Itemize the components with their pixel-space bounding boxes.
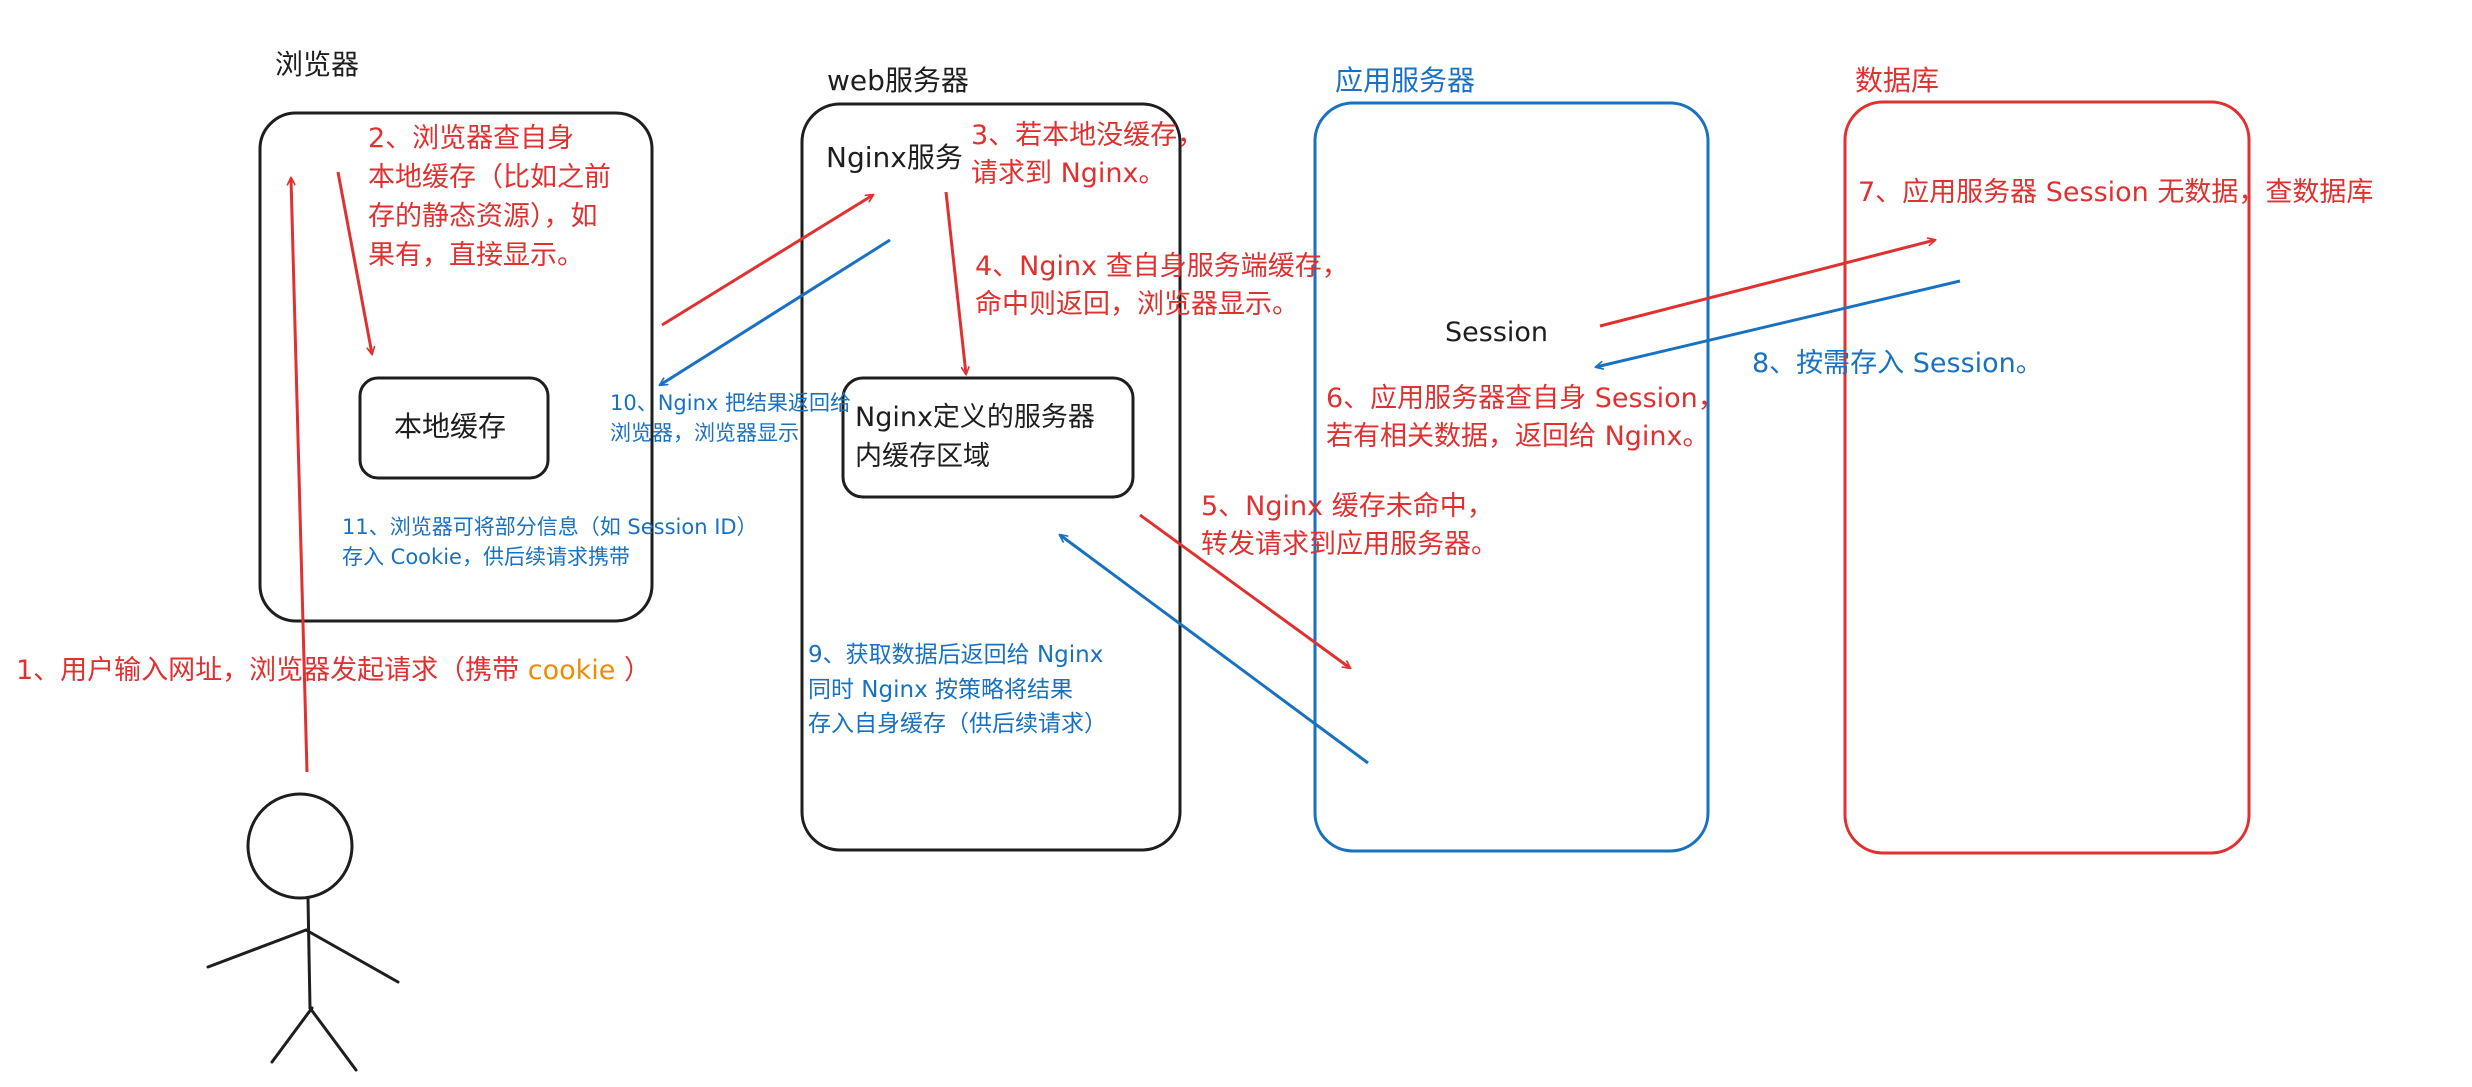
session-label: Session xyxy=(1445,317,1549,348)
database-container xyxy=(1843,100,2251,855)
arrow-1-request xyxy=(291,178,309,773)
step-11-text: 11、浏览器可将部分信息（如 Session ID） 存入 Cookie，供后续请… xyxy=(342,512,758,573)
step-5-line-1: 5、Nginx 缓存未命中， xyxy=(1201,491,1494,522)
step-11-line-2: 存入 Cookie，供后续请求携带 xyxy=(342,545,630,570)
step-2-line-4: 果有，直接显示。 xyxy=(368,240,584,272)
step-10-line-1: 10、Nginx 把结果返回给 xyxy=(610,391,852,415)
step-8-text: 8、按需存入 Session。 xyxy=(1752,348,2043,379)
arrow-8-store-session xyxy=(1596,279,1961,367)
nginx-cache-label-line-2: 内缓存区域 xyxy=(855,441,990,473)
arrow-3-to-nginx xyxy=(661,195,873,327)
app-server-title: 应用服务器 xyxy=(1335,64,1476,97)
step-1-text-main: 1、用户输入网址，浏览器发起请求（携带 xyxy=(16,655,528,686)
web-server-container xyxy=(800,102,1182,852)
step-6-line-2: 若有相关数据，返回给 Nginx。 xyxy=(1326,420,1710,452)
database-title: 数据库 xyxy=(1855,64,1940,97)
step-2-line-3: 存的静态资源），如 xyxy=(368,201,598,233)
arrow-7-query-db xyxy=(1599,240,1935,328)
browser-container xyxy=(258,111,654,623)
step-1-text-end: ） xyxy=(615,655,651,686)
step-6-line-1: 6、应用服务器查自身 Session， xyxy=(1326,383,1725,414)
arrow-5-forward xyxy=(1139,513,1350,668)
step-5-text: 5、Nginx 缓存未命中， 转发请求到应用服务器。 xyxy=(1201,488,1498,564)
arrow-9-return-nginx xyxy=(1060,535,1369,765)
arrow-10-return-browser xyxy=(660,238,891,385)
nginx-cache-box xyxy=(841,376,1135,499)
arrow-4-check-nginx-cache xyxy=(944,191,966,374)
step-4-line-2: 命中则返回，浏览器显示。 xyxy=(975,288,1299,320)
nginx-service-label: Nginx服务 xyxy=(826,141,963,174)
app-server-container xyxy=(1313,101,1710,853)
browser-title: 浏览器 xyxy=(275,48,360,81)
step-4-line-1: 4、Nginx 查自身服务端缓存， xyxy=(975,251,1349,282)
step-3-line-2: 请求到 Nginx。 xyxy=(971,157,1166,189)
step-4-text: 4、Nginx 查自身服务端缓存， 命中则返回，浏览器显示。 xyxy=(975,248,1349,324)
step-3-line-1: 3、若本地没缓存， xyxy=(971,120,1205,151)
step-9-line-1: 9、获取数据后返回给 Nginx xyxy=(808,642,1104,668)
step-9-text: 9、获取数据后返回给 Nginx 同时 Nginx 按策略将结果存入自身缓存（供后… xyxy=(808,638,1107,742)
step-2-line-2: 本地缓存（比如之前 xyxy=(368,162,611,194)
nginx-cache-label-line-1: Nginx定义的服务器 xyxy=(855,402,1095,433)
step-9-line-2: 同时 Nginx 按策略将结果 xyxy=(808,676,1074,703)
step-3-text: 3、若本地没缓存， 请求到 Nginx。 xyxy=(971,117,1204,193)
step-7-text: 7、应用服务器 Session 无数据，查数据库 xyxy=(1858,177,2374,208)
step-10-line-2: 浏览器，浏览器显示 xyxy=(610,421,799,446)
step-10-text: 10、Nginx 把结果返回给浏览器，浏览器显示 xyxy=(610,388,851,449)
step-6-text: 6、应用服务器查自身 Session， 若有相关数据，返回给 Nginx。 xyxy=(1326,380,1725,456)
local-cache-box xyxy=(358,376,550,480)
step-9-line-3: 存入自身缓存（供后续请求） xyxy=(808,711,1107,737)
nginx-cache-label: Nginx定义的服务器内缓存区域 xyxy=(855,398,1095,476)
step-2-text: 2、浏览器查自身本地缓存（比如之前存的静态资源），如果有，直接显示。 xyxy=(368,119,611,276)
step-1-cookie: cookie xyxy=(527,655,616,686)
local-cache-label: 本地缓存 xyxy=(394,410,507,443)
web-server-title: web服务器 xyxy=(827,64,969,97)
step-5-line-2: 转发请求到应用服务器。 xyxy=(1201,528,1498,560)
user-figure xyxy=(206,792,400,1072)
arrow-2-check-local xyxy=(336,171,372,354)
step-2-line-1: 2、浏览器查自身 xyxy=(368,123,575,154)
step-1-text: 1、用户输入网址，浏览器发起请求（携带 cookie ） xyxy=(16,652,651,690)
step-11-line-1: 11、浏览器可将部分信息（如 Session ID） xyxy=(342,515,758,539)
